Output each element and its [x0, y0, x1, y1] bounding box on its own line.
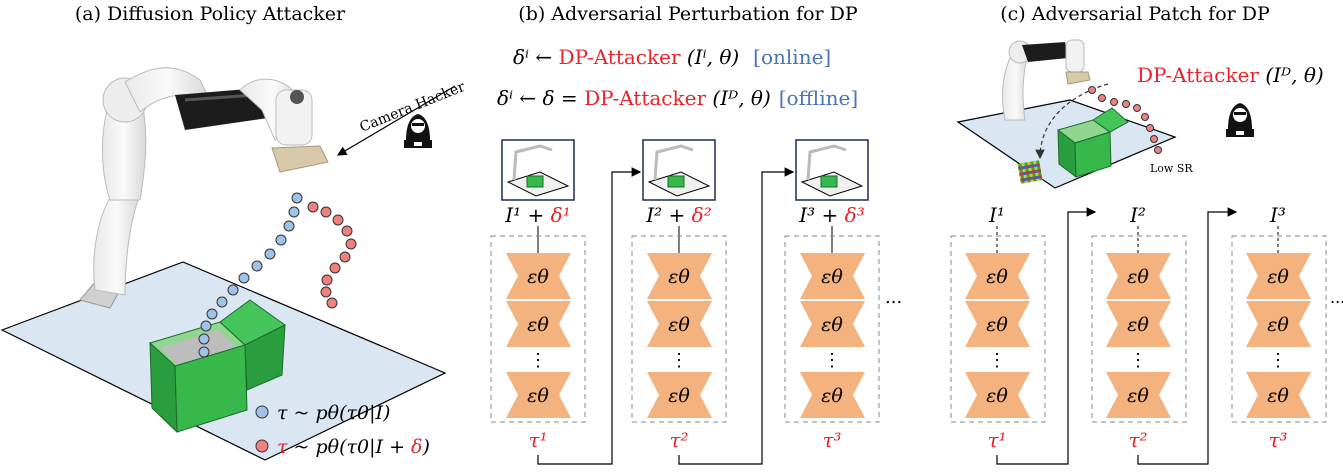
b-tau-3: τ³ — [822, 428, 841, 452]
panel-a: Camera Hacker — [0, 67, 468, 461]
adversarial-patch — [1017, 160, 1043, 184]
online-formula: δⁱ ← DP-Attacker (Iⁱ, θ) [online] — [513, 45, 831, 69]
svg-text:εθ: εθ — [986, 385, 1008, 407]
b-input-label-2: I² + δ² — [645, 203, 711, 227]
legend-attacked-label: τ ~ pθ(τ0|I + δ) — [277, 436, 430, 458]
clean-trajectory — [198, 192, 303, 358]
svg-text:⋮: ⋮ — [529, 350, 547, 371]
attacked-trajectory — [307, 201, 357, 309]
b-network-2 — [631, 235, 727, 423]
svg-text:εθ: εθ — [821, 385, 843, 407]
camera-hacker-arrow — [336, 85, 456, 156]
svg-text:εθ: εθ — [1127, 314, 1149, 336]
legend-clean-label: τ ~ pθ(τ0|I) — [277, 402, 390, 424]
b-feedback-arrow-2 — [678, 167, 795, 465]
b-column-3: I³ + δ³ εθ εθ ⋮ εθ τ³ — [784, 139, 880, 452]
svg-text:εθ: εθ — [668, 314, 690, 336]
svg-text:⋮: ⋮ — [988, 350, 1006, 371]
offline-attacker: DP-Attacker — [584, 86, 706, 110]
b-network-3 — [784, 235, 880, 423]
panel-a-title: (a) Diffusion Policy Attacker — [75, 3, 346, 25]
panel-c: Low SR DP-Attacker (Iᴰ, θ) I¹ εθ εθ ⋮ εθ… — [950, 39, 1343, 465]
c-feedback-arrow-2 — [1137, 207, 1238, 465]
legend-attacked-dot — [255, 439, 269, 453]
c-column-3: I³ εθ εθ ⋮ εθ τ³ — [1231, 203, 1327, 452]
panel-c-title: (c) Adversarial Patch for DP — [1000, 3, 1270, 25]
c-robot-arm-icon — [1002, 39, 1091, 121]
c-tau-3: τ³ — [1268, 428, 1287, 452]
c-feedback-arrow-1 — [996, 207, 1097, 465]
svg-text:εθ: εθ — [527, 266, 549, 288]
c-column-2: I² εθ εθ ⋮ εθ τ² — [1091, 203, 1187, 452]
c-tau-2: τ² — [1128, 428, 1147, 452]
c-attacker: DP-Attacker — [1137, 63, 1259, 87]
c-tau-1: τ¹ — [987, 428, 1006, 452]
b-ellipsis: ... — [885, 287, 902, 308]
green-box-icon — [149, 299, 286, 434]
svg-text:εθ: εθ — [986, 314, 1008, 336]
legend-attacked-end: ) — [422, 436, 430, 458]
c-input-label-3: I³ — [1269, 203, 1286, 227]
b-layer-1b — [506, 301, 571, 347]
b-tau-1: τ¹ — [528, 428, 547, 452]
c-attacker-args: (Iᴰ, θ) — [1259, 63, 1324, 87]
svg-text:εθ: εθ — [986, 266, 1008, 288]
svg-text:εθ: εθ — [1127, 266, 1149, 288]
svg-text:εθ: εθ — [1267, 266, 1289, 288]
c-column-1: I¹ εθ εθ ⋮ εθ τ¹ — [950, 203, 1046, 452]
c-attacked-trajectory — [1088, 86, 1162, 154]
svg-text:⋮: ⋮ — [823, 350, 841, 371]
c-input-label-1: I¹ — [988, 203, 1005, 227]
robot-arm-icon — [79, 67, 329, 309]
c-attacker-formula: DP-Attacker (Iᴰ, θ) — [1137, 63, 1324, 87]
b-layer-1a — [506, 253, 571, 299]
c-network-1 — [950, 235, 1046, 423]
b-input-label-1: I¹ + δ¹ — [504, 203, 570, 227]
offline-lhs: δⁱ ← δ = — [497, 86, 584, 110]
svg-text:εθ: εθ — [1267, 314, 1289, 336]
b-input-label-3: I³ + δ³ — [798, 203, 864, 227]
svg-text:εθ: εθ — [527, 385, 549, 407]
svg-text:εθ: εθ — [668, 385, 690, 407]
svg-text:⋮: ⋮ — [1129, 350, 1147, 371]
svg-text:⋮: ⋮ — [1269, 350, 1287, 371]
offline-args: (Iᴰ, θ) — [706, 86, 771, 110]
c-ellipsis: ... — [1330, 288, 1343, 307]
svg-text:⋮: ⋮ — [670, 350, 688, 371]
legend-clean-dot — [255, 405, 269, 419]
online-args: (Iⁱ, θ) — [681, 45, 740, 69]
low-sr-label: Low SR — [1150, 162, 1193, 175]
c-input-label-2: I² — [1129, 203, 1146, 227]
svg-text:εθ: εθ — [821, 314, 843, 336]
panel-b: δⁱ ← DP-Attacker (Iⁱ, θ) [online] δⁱ ← δ … — [490, 45, 902, 465]
offline-formula: δⁱ ← δ = DP-Attacker (Iᴰ, θ) [offline] — [497, 86, 858, 110]
svg-text:εθ: εθ — [1127, 385, 1149, 407]
online-lhs: δⁱ ← — [513, 45, 559, 69]
panel-b-title: (b) Adversarial Perturbation for DP — [518, 3, 858, 25]
b-tau-2: τ² — [669, 428, 688, 452]
svg-text:εθ: εθ — [821, 266, 843, 288]
b-feedback-arrow-1 — [537, 167, 642, 465]
svg-text:εθ: εθ — [668, 266, 690, 288]
hacker-icon — [404, 114, 432, 148]
svg-text:εθ: εθ — [1267, 385, 1289, 407]
b-network-1 — [490, 235, 586, 423]
b-column-1: I¹ + δ¹ εθ εθ ⋮ εθ τ¹ — [490, 139, 586, 452]
legend-attacked-tau: τ — [277, 436, 288, 458]
b-column-2: I² + δ² εθ εθ ⋮ εθ τ² — [631, 139, 727, 452]
b-layer-1c — [506, 372, 571, 418]
legend-attacked-delta: δ — [411, 436, 422, 458]
legend-attacked-mid: ~ pθ(τ0|I + — [288, 436, 412, 458]
svg-text:εθ: εθ — [527, 314, 549, 336]
c-hacker-icon — [1226, 103, 1254, 137]
c-network-2 — [1091, 235, 1187, 423]
c-green-box-icon — [1056, 107, 1129, 179]
offline-tag: [offline] — [779, 86, 858, 110]
c-network-3 — [1231, 235, 1327, 423]
online-tag: [online] — [753, 45, 831, 69]
online-attacker: DP-Attacker — [559, 45, 681, 69]
